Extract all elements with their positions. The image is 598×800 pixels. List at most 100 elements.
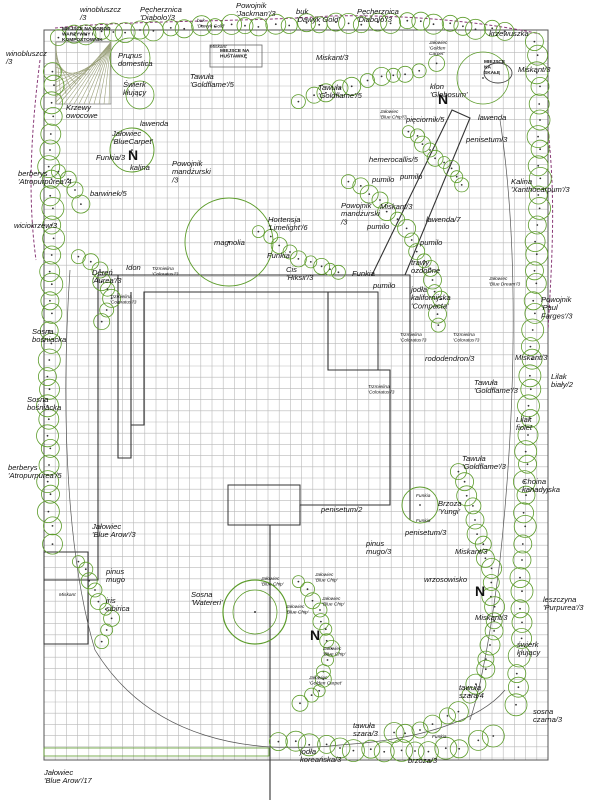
plant-center xyxy=(257,230,260,233)
plant-center xyxy=(383,750,386,753)
hedge-left xyxy=(39,378,60,400)
label-line: 'Watereri' xyxy=(191,598,223,607)
plant-center xyxy=(297,580,300,583)
bed-diagonal xyxy=(377,202,397,222)
bed-hortensja xyxy=(289,250,307,268)
label-line: Tawuła xyxy=(474,378,498,387)
plant-center xyxy=(432,23,435,26)
plant-center xyxy=(539,177,542,180)
label-barwinek: barwinek/5 xyxy=(90,189,127,198)
label-line: Lilak xyxy=(551,372,568,381)
plant-center xyxy=(277,740,280,743)
plant-center xyxy=(396,218,399,221)
label-line: mandżurski xyxy=(341,209,380,218)
plant-center xyxy=(521,621,523,624)
plant-center xyxy=(521,559,523,561)
bed-right-bottom xyxy=(484,596,506,618)
plant-center xyxy=(490,581,493,584)
plant-center xyxy=(537,164,540,167)
label-line: klon xyxy=(430,82,444,91)
bed-hortensja xyxy=(323,262,337,276)
hedge-top xyxy=(75,24,97,46)
plant-center xyxy=(99,269,101,271)
plant-center xyxy=(469,694,471,696)
hedge-bottom xyxy=(449,739,469,759)
hedge-top xyxy=(398,12,416,30)
label-line: Jałowiec xyxy=(43,768,73,777)
plant-center xyxy=(318,689,321,692)
label-jalowiec-blue-chip-1: Jałowiec'Blue Chip' xyxy=(260,576,285,587)
hatch-line xyxy=(55,68,92,78)
bed-dern xyxy=(92,272,112,292)
plant-center xyxy=(183,27,186,30)
plant-center xyxy=(437,324,440,326)
hedge-left xyxy=(42,533,63,555)
hedge-right xyxy=(530,77,550,96)
bed-right-bottom xyxy=(465,510,485,530)
label-line: /3 xyxy=(340,217,348,226)
plant-center xyxy=(77,560,80,563)
label-line: rododendron/3 xyxy=(425,354,475,363)
bed-pieciornik xyxy=(414,135,431,153)
plant-center xyxy=(325,91,327,94)
label-pecherznica-diabolo: Pęcherznica'Diabolo'/3 xyxy=(357,7,399,24)
hedge-top xyxy=(50,29,67,46)
label-berberys-top: berberys'Atropurpurea'/4 xyxy=(18,169,72,186)
bed-right-bottom xyxy=(439,707,456,725)
label-line: hemerocallis/5 xyxy=(369,155,419,164)
label-line: 'Globosum' xyxy=(430,90,468,99)
hedge-top xyxy=(411,11,431,31)
bench-block xyxy=(227,484,301,526)
label-line: Jałowiec xyxy=(428,40,448,46)
plant-center xyxy=(57,170,60,173)
label-line: Farges'/3 xyxy=(541,311,573,320)
plant-center xyxy=(517,686,520,689)
plant-center xyxy=(484,557,487,560)
label-line: pumilo xyxy=(372,281,395,290)
hedge-right xyxy=(521,337,540,357)
plant-center xyxy=(89,260,92,263)
label-line: Funkia xyxy=(352,269,375,278)
label-line: 'Diabolo'/3 xyxy=(357,15,393,24)
jalowiec-bluecarpet-canopy xyxy=(109,127,155,173)
plant-center xyxy=(446,715,449,717)
plant-center xyxy=(47,165,50,168)
plant-center xyxy=(85,33,87,36)
bed-diagonal xyxy=(430,317,446,333)
label-line: /3 xyxy=(171,175,179,184)
label-line: sibirica xyxy=(106,604,130,613)
label-pumilo-2: pumilo xyxy=(399,172,422,181)
bed-diagonal xyxy=(408,243,426,261)
hedge-left xyxy=(37,500,60,524)
label-trzmielina-5: Trzmielina'Coloratus'/3 xyxy=(368,384,395,395)
hedge-right xyxy=(518,454,537,474)
label-brzoza-yungi: Brzoza'Yungi' xyxy=(438,499,462,516)
plant-center xyxy=(385,210,388,213)
label-jalowiec-blue-arrow-3: Jałowiec'Blue Arow'/3 xyxy=(91,522,136,539)
plant-center xyxy=(52,237,55,240)
label-line: Powojnik xyxy=(541,295,573,304)
hatch-line xyxy=(83,41,112,105)
plant-center xyxy=(325,639,328,642)
label-line: MIEJSCE xyxy=(484,59,506,65)
label-line: 'Golden xyxy=(429,45,446,51)
bed-top-right xyxy=(305,86,323,104)
plant-center xyxy=(352,749,355,752)
bed-right-bottom xyxy=(466,523,488,545)
label-berberys-bottom: berberys'Atropurpurea'/5 xyxy=(8,463,62,480)
label-lawenda-7: lawenda/7 xyxy=(426,215,461,224)
bed-pinus xyxy=(100,623,114,637)
hedge-right xyxy=(513,470,536,494)
plant-center xyxy=(431,723,434,725)
label-line: Choina xyxy=(522,477,546,486)
north-mark: N xyxy=(438,91,448,107)
plant-center xyxy=(400,749,403,752)
label-line: Jałowiec xyxy=(488,276,508,282)
bed-pieciornik xyxy=(426,149,444,167)
label-line: Miskant/3 xyxy=(380,202,413,211)
label-line: 'Blue Arow'/17 xyxy=(44,776,93,785)
plant-center xyxy=(532,299,535,302)
